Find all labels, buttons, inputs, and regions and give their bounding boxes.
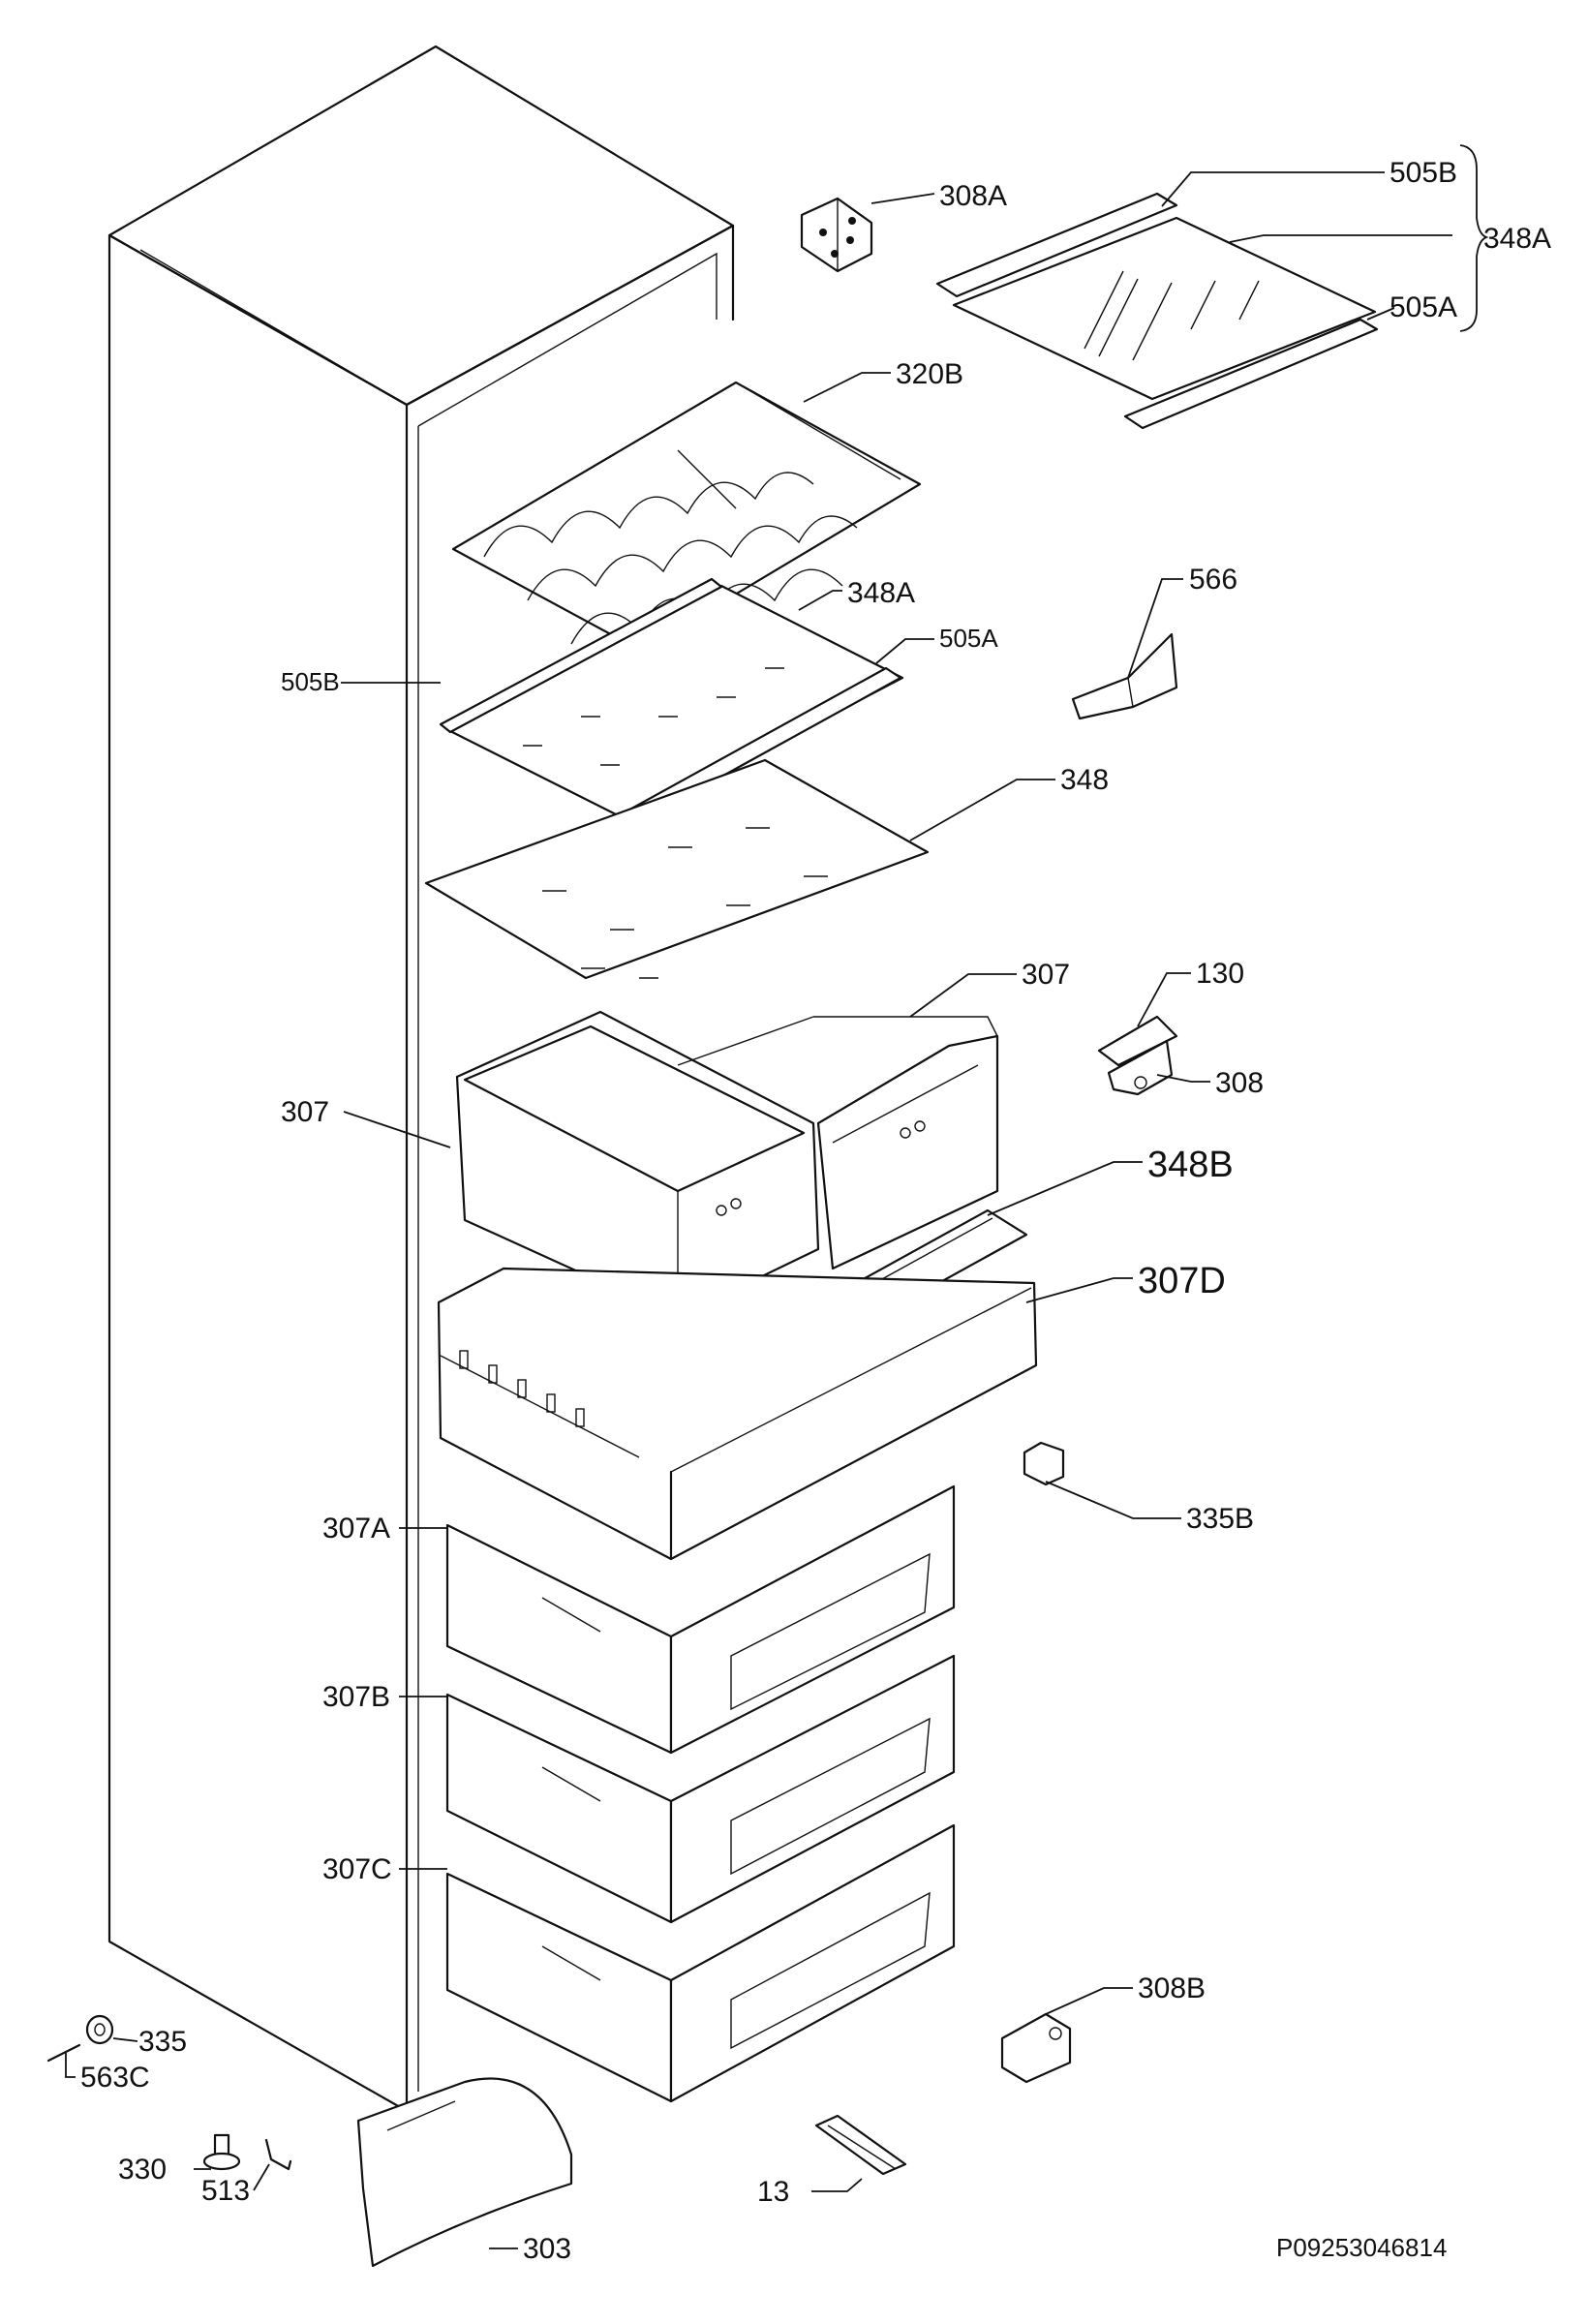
drawer-307a [445,1484,956,1755]
label-307-left: 307 [281,1096,329,1128]
drawer-307c [445,1823,956,2103]
clip-513 [264,2138,292,2171]
hinge-308a [800,197,873,273]
label-130: 130 [1196,958,1244,990]
label-348: 348 [1060,764,1109,796]
label-330: 330 [118,2154,167,2186]
label-335b: 335B [1186,1503,1254,1535]
callout-labels: 308A 505B 348A 505A 320B 348A 505A 505B … [80,157,1551,2265]
label-348b: 348B [1147,1145,1234,1185]
glass-shelf-348a-top [935,192,1379,430]
reference-code: P09253046814 [1276,2233,1447,2262]
wine-rack-320b [451,381,922,653]
label-513: 513 [201,2175,250,2207]
label-308: 308 [1215,1067,1264,1099]
label-505b-middle: 505B [281,667,340,696]
label-13: 13 [757,2176,789,2208]
drawer-307d [437,1267,1038,1561]
label-505a-middle: 505A [939,624,998,653]
group-bracket [1459,144,1489,332]
label-348a-top: 348A [1483,223,1551,255]
hinge-130-308 [1097,1015,1178,1096]
label-307d: 307D [1138,1261,1226,1301]
label-307c: 307C [322,1853,392,1885]
label-566: 566 [1189,564,1237,596]
glass-shelf-348 [424,758,930,980]
label-563c: 563C [80,2062,150,2094]
label-308a: 308A [939,180,1007,212]
hinge-308b [1000,2012,1072,2084]
label-348a-middle: 348A [847,577,915,609]
foot-330 [202,2133,241,2171]
part-13 [814,2114,907,2176]
plinth-303 [356,2077,573,2268]
label-505a-top: 505A [1390,291,1457,323]
label-303: 303 [523,2233,571,2265]
bracket-566 [1071,632,1178,720]
label-320b: 320B [896,358,963,390]
leader-lines [65,171,1452,2249]
label-307a: 307A [322,1513,390,1544]
label-307b: 307B [322,1681,390,1713]
label-335: 335 [138,2026,187,2058]
drawer-307b [445,1654,956,1924]
label-505b-top: 505B [1390,157,1457,189]
crisper-bins-307 [455,1010,999,1319]
part-335-563c [46,2014,114,2063]
label-307-right: 307 [1022,959,1070,991]
label-308b: 308B [1138,1972,1206,2004]
part-335b [1023,1441,1065,1486]
